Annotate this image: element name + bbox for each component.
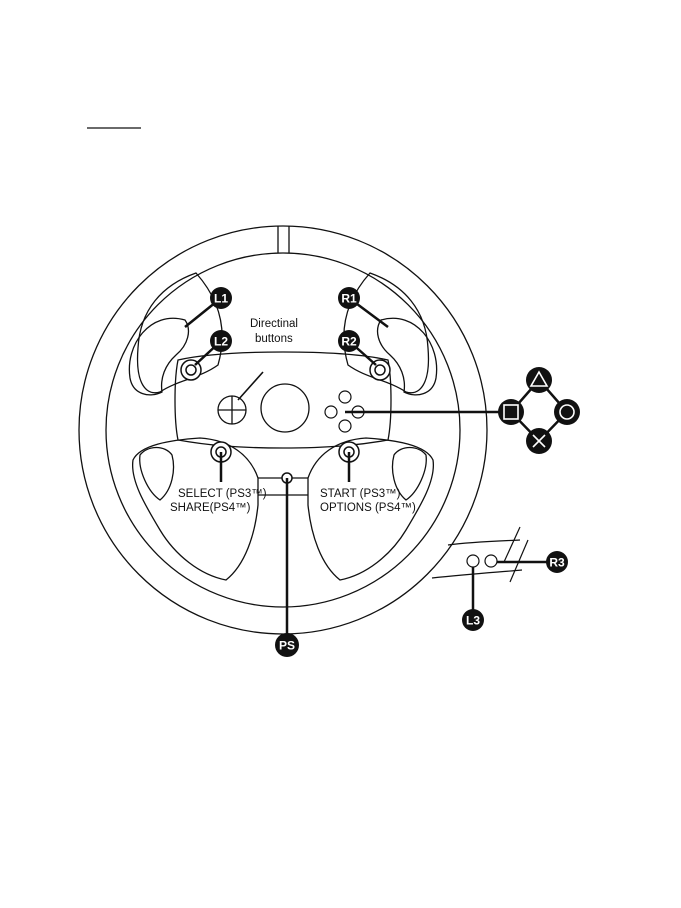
svg-text:L3: L3 — [466, 614, 480, 628]
badge-l3: L3 — [462, 609, 484, 631]
badge-r1: R1 — [338, 287, 360, 309]
svg-text:PS: PS — [279, 639, 295, 653]
badge-r3: R3 — [546, 551, 568, 573]
circle-icon — [554, 399, 580, 425]
svg-text:L2: L2 — [214, 335, 228, 349]
lower-left-grip — [140, 448, 174, 501]
badge-l2: L2 — [210, 330, 232, 352]
hub-button-bottom[interactable] — [339, 420, 351, 432]
hub-body — [175, 352, 391, 448]
directional-label-line1: Directinal — [250, 318, 298, 330]
square-icon — [498, 399, 524, 425]
cross-icon — [526, 428, 552, 454]
hub-center — [261, 384, 309, 432]
hub-button-top[interactable] — [339, 391, 351, 403]
select-label-line1: SELECT (PS3™) — [178, 488, 267, 500]
wheel-rim-inner — [106, 253, 460, 607]
badge-l1: L1 — [210, 287, 232, 309]
svg-text:R1: R1 — [341, 292, 357, 306]
directional-label-line2: buttons — [255, 333, 293, 345]
badge-ps: PS — [275, 633, 299, 657]
steering-wheel — [79, 226, 487, 634]
dpad-icon[interactable] — [218, 396, 246, 424]
select-label-line2: SHARE(PS4™) — [170, 502, 251, 514]
start-label-line1: START (PS3™) — [320, 488, 401, 500]
triangle-icon — [526, 367, 552, 393]
right-paddle — [378, 318, 437, 395]
l3-button[interactable] — [467, 555, 479, 567]
svg-text:R3: R3 — [549, 556, 565, 570]
hub-button-left[interactable] — [325, 406, 337, 418]
svg-text:L1: L1 — [214, 292, 228, 306]
left-paddle — [129, 318, 188, 395]
svg-text:R2: R2 — [341, 335, 357, 349]
r3-button[interactable] — [485, 555, 497, 567]
l3-r3-detail — [432, 527, 528, 582]
upper-left-spoke — [138, 273, 223, 393]
start-label-line2: OPTIONS (PS4™) — [320, 502, 416, 514]
badge-r2: R2 — [338, 330, 360, 352]
wheel-rim-outer — [79, 226, 487, 634]
